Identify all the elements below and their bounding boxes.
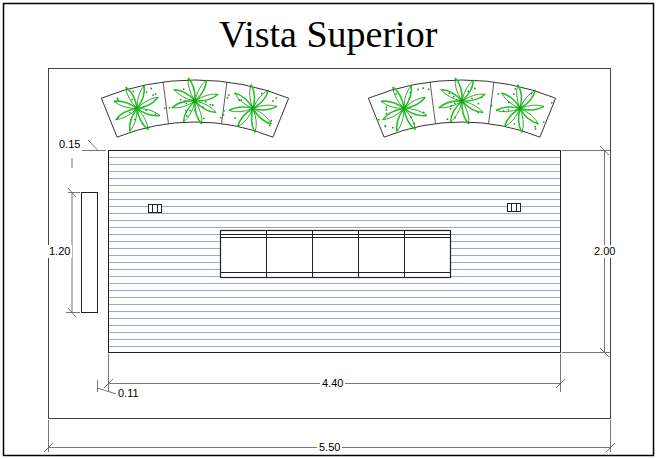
palm-plant bbox=[114, 86, 160, 132]
dimension-label: 1.20 bbox=[47, 245, 72, 258]
dimension-label: 0.15 bbox=[57, 138, 82, 151]
planter bbox=[101, 80, 288, 137]
lamp-right bbox=[508, 204, 521, 212]
dimension-label: 5.50 bbox=[317, 441, 342, 454]
palm-plant bbox=[229, 85, 277, 133]
palm-plant bbox=[496, 85, 544, 133]
planters bbox=[101, 78, 555, 137]
deck bbox=[109, 151, 561, 353]
palm-plant bbox=[439, 78, 485, 124]
dimension-label: 4.40 bbox=[320, 377, 345, 390]
site-outline bbox=[49, 69, 611, 419]
title: Vista Superior bbox=[219, 12, 437, 56]
lamp-left bbox=[149, 205, 162, 213]
center-bench bbox=[221, 231, 451, 278]
side-bench bbox=[82, 193, 98, 313]
frame bbox=[4, 4, 654, 456]
dimension-label: 2.00 bbox=[592, 245, 617, 258]
palm-plant bbox=[172, 78, 218, 124]
dimension-lines bbox=[44, 140, 615, 452]
dimension-label: 0.11 bbox=[116, 387, 141, 400]
palm-plant bbox=[381, 86, 427, 132]
planter bbox=[368, 80, 555, 137]
